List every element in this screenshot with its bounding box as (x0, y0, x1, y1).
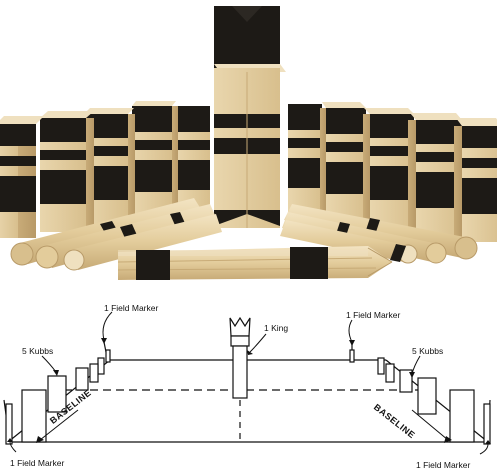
label-field-marker-bottom-right: 1 Field Marker (416, 460, 471, 470)
kubb-field-diagram (3, 311, 491, 455)
kubbs-right-diagram (377, 357, 475, 443)
arrow-kubbs-left (41, 355, 57, 373)
label-kubbs-right: 5 Kubbs (412, 346, 444, 356)
label-field-marker-top-right: 1 Field Marker (346, 310, 401, 320)
king-diagram-piece (229, 316, 251, 399)
arrow-king (249, 333, 267, 353)
label-field-marker-bottom-left: 1 Field Marker (10, 458, 65, 468)
kubb-block-right-5 (288, 104, 322, 214)
baton-stack-front (117, 246, 393, 280)
kubb-set-photo (0, 6, 497, 280)
kubb-block-left-2 (40, 111, 94, 232)
arrow-kubbs-right (411, 355, 421, 375)
field-marker-top-left (103, 341, 111, 363)
arrow-field-marker-bottom-right (479, 443, 489, 455)
kubb-block-left-5 (176, 106, 210, 216)
arrow-field-marker-top-right (348, 319, 353, 343)
kubb-block-right-2 (408, 113, 462, 236)
label-field-marker-top-left: 1 Field Marker (104, 303, 159, 313)
arrow-baseline-left (39, 409, 79, 441)
arrow-baseline-right (411, 409, 449, 441)
baton-left-front (63, 214, 222, 271)
baton-right-front (280, 220, 418, 264)
arrow-field-marker-bottom-left (9, 441, 17, 453)
king-piece (214, 6, 286, 228)
field-marker-bottom-left (3, 399, 13, 445)
arrow-field-marker-top-left (102, 311, 113, 341)
kubb-block-right-3 (363, 108, 414, 228)
label-king: 1 King (264, 323, 289, 333)
kubb-block-right-4 (320, 102, 366, 224)
label-kubbs-left: 5 Kubbs (22, 346, 54, 356)
kubbs-left-diagram (21, 357, 105, 443)
kubb-block-left-1 (0, 116, 44, 238)
field-marker-bottom-right (483, 399, 491, 445)
kubb-block-left-4 (132, 101, 178, 222)
kubb-block-right-1 (454, 118, 497, 242)
